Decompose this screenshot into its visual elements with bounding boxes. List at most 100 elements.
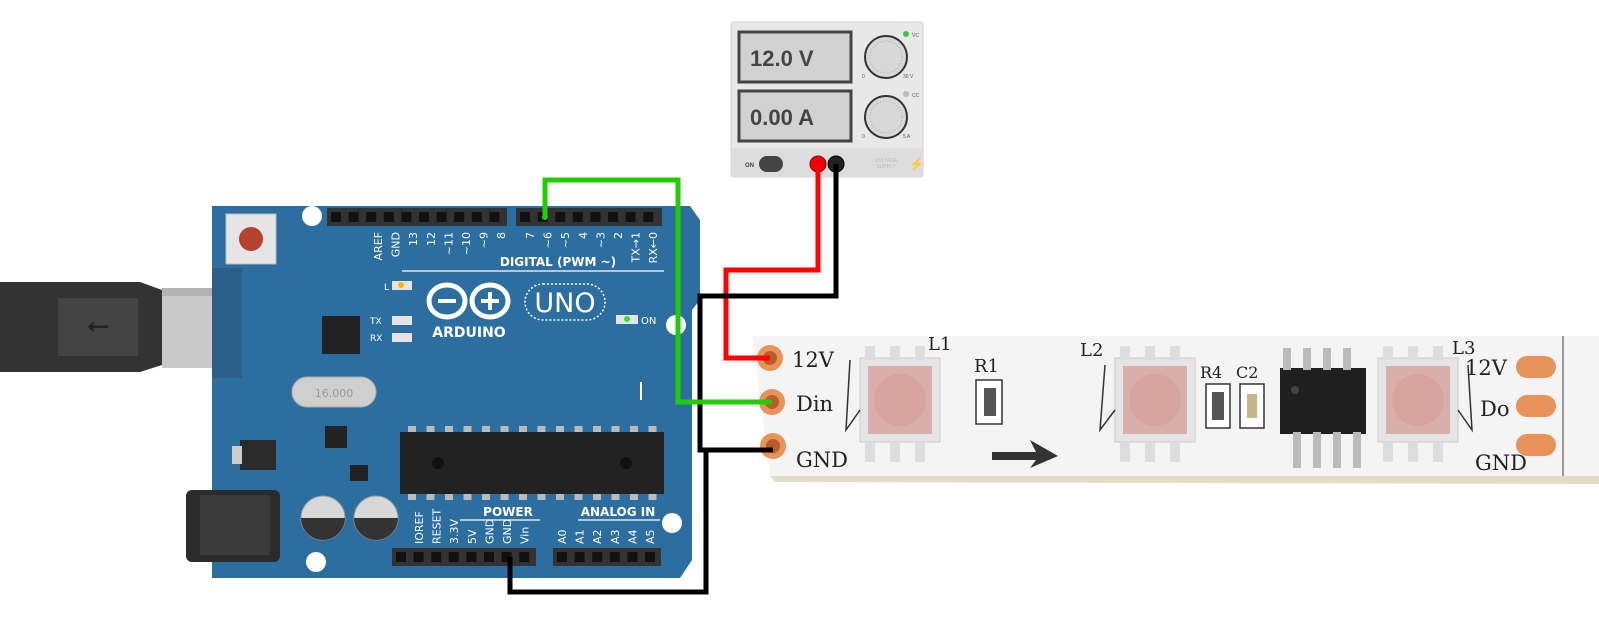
- pin-label: A1: [574, 529, 587, 544]
- pad-12v-label: 12V: [792, 348, 835, 372]
- rx-led: [392, 333, 412, 342]
- bench-power-supply: 12.0 V 0.00 A VC 0 30 V CC 0 5 A ON VOLT…: [730, 21, 924, 178]
- pad-din-label: Din: [796, 392, 833, 416]
- header-pin-hole: [436, 212, 447, 222]
- pin-label: ~5: [559, 232, 572, 248]
- cc-led: [903, 91, 909, 97]
- current-knob-min: 0: [862, 134, 865, 140]
- chip-pin: [408, 426, 416, 432]
- pin-label: 7: [524, 232, 537, 239]
- usb-controller-chip: [322, 316, 360, 354]
- chip-pin: [463, 426, 472, 432]
- pin-label: AREF: [372, 232, 385, 260]
- pad-gnd-out-label: GND: [1475, 451, 1527, 475]
- pin-label: TX→1: [630, 232, 643, 263]
- header-pin-hole: [489, 212, 500, 222]
- header-pin-hole: [590, 212, 601, 222]
- pad-do-out-label: Do: [1480, 397, 1509, 421]
- current-display: [737, 89, 853, 143]
- wire-positive-12v: [723, 164, 821, 361]
- led-driver-ic: [1280, 348, 1366, 468]
- pin-label: A0: [556, 529, 569, 544]
- pin-label: ~10: [460, 232, 473, 255]
- digital-header-right: [516, 208, 662, 226]
- header-pin-hole: [484, 552, 494, 562]
- led2-label: L2: [1080, 340, 1103, 361]
- header-pin-hole: [520, 212, 530, 222]
- voltage-knob[interactable]: [864, 35, 908, 79]
- chip-pin: [611, 494, 620, 500]
- arduino-uno-board: 16.000 ARDUINO UNO L TX RX ON: [186, 206, 700, 578]
- pin-label: 13: [407, 232, 420, 246]
- vc-led: [903, 31, 909, 37]
- header-pin-hole: [448, 552, 459, 562]
- header-pin-hole: [471, 212, 482, 222]
- power-header-label: POWER: [483, 505, 533, 519]
- l-led-label: L: [384, 283, 389, 293]
- digital-header-label: DIGITAL (PWM ~): [500, 255, 616, 269]
- reset-button-cap[interactable]: [239, 227, 263, 251]
- chip-pin: [556, 426, 564, 432]
- chip-pin: [593, 494, 601, 500]
- pad-gnd-label: GND: [796, 448, 848, 472]
- crystal-label: 16.000: [315, 387, 354, 400]
- pin-label: Vin: [519, 527, 532, 544]
- pin-label: ~11: [442, 232, 455, 255]
- wire-ground-arduino: [507, 450, 709, 595]
- crystal-oscillator: [291, 376, 377, 408]
- header-pin-hole: [348, 212, 359, 222]
- logo-plus-icon: [469, 282, 511, 320]
- pad-12v-out: [1516, 356, 1556, 378]
- c2-label: C2: [1236, 363, 1258, 382]
- brand-line2: SUPPLY: [876, 164, 896, 170]
- tx-led: [392, 316, 412, 325]
- power-switch-label: ON: [745, 163, 754, 169]
- led3-label: L3: [1452, 338, 1475, 359]
- chip-pin: [611, 426, 620, 432]
- header-pin-hole: [574, 552, 585, 562]
- header-pin-hole: [454, 212, 465, 222]
- header-pin-hole: [627, 552, 638, 562]
- header-pin-hole: [643, 212, 654, 222]
- chip-pin: [556, 494, 564, 500]
- chip-pin: [445, 426, 453, 432]
- r4-label: R4: [1200, 363, 1222, 382]
- analog-header-label: ANALOG IN: [581, 505, 656, 519]
- chip-pin: [574, 426, 583, 432]
- pin-label: RESET: [431, 508, 444, 544]
- voltage-display: [737, 30, 853, 84]
- mounting-hole: [306, 552, 326, 572]
- chip-pin: [648, 494, 657, 500]
- chip-pin: [574, 494, 583, 500]
- pin-label: A2: [591, 529, 604, 544]
- chip-pin: [593, 426, 601, 432]
- logo-minus-icon: [426, 282, 468, 320]
- uno-badge: [524, 283, 606, 321]
- r1-label: R1: [974, 356, 999, 377]
- mounting-hole: [302, 206, 322, 226]
- header-pin-hole: [608, 212, 618, 222]
- rx-label: RX: [370, 334, 382, 344]
- chip-pin: [519, 494, 527, 500]
- pin-label: GND: [483, 519, 496, 544]
- led-l2: [1099, 346, 1196, 462]
- header-pin-hole: [501, 552, 512, 562]
- led1-label: L1: [928, 334, 951, 355]
- power-switch[interactable]: [759, 156, 783, 172]
- voltage-regulator: [240, 440, 276, 470]
- header-pin-hole: [645, 552, 655, 562]
- header-pin-hole: [331, 212, 341, 222]
- chip-pin: [463, 494, 472, 500]
- pad-do-out: [1516, 395, 1556, 417]
- header-pin-hole: [466, 552, 477, 562]
- chip-pin: [426, 426, 435, 432]
- on-led-label: ON: [641, 316, 656, 327]
- pin-label: IOREF: [413, 511, 426, 544]
- pin-label: 3.3V: [448, 519, 461, 544]
- chip-pin: [537, 494, 546, 500]
- led-l1: [845, 346, 941, 462]
- voltage-knob-min: 0: [862, 74, 865, 80]
- current-knob[interactable]: [864, 95, 908, 139]
- usb-symbol-icon: ⭠: [87, 309, 109, 340]
